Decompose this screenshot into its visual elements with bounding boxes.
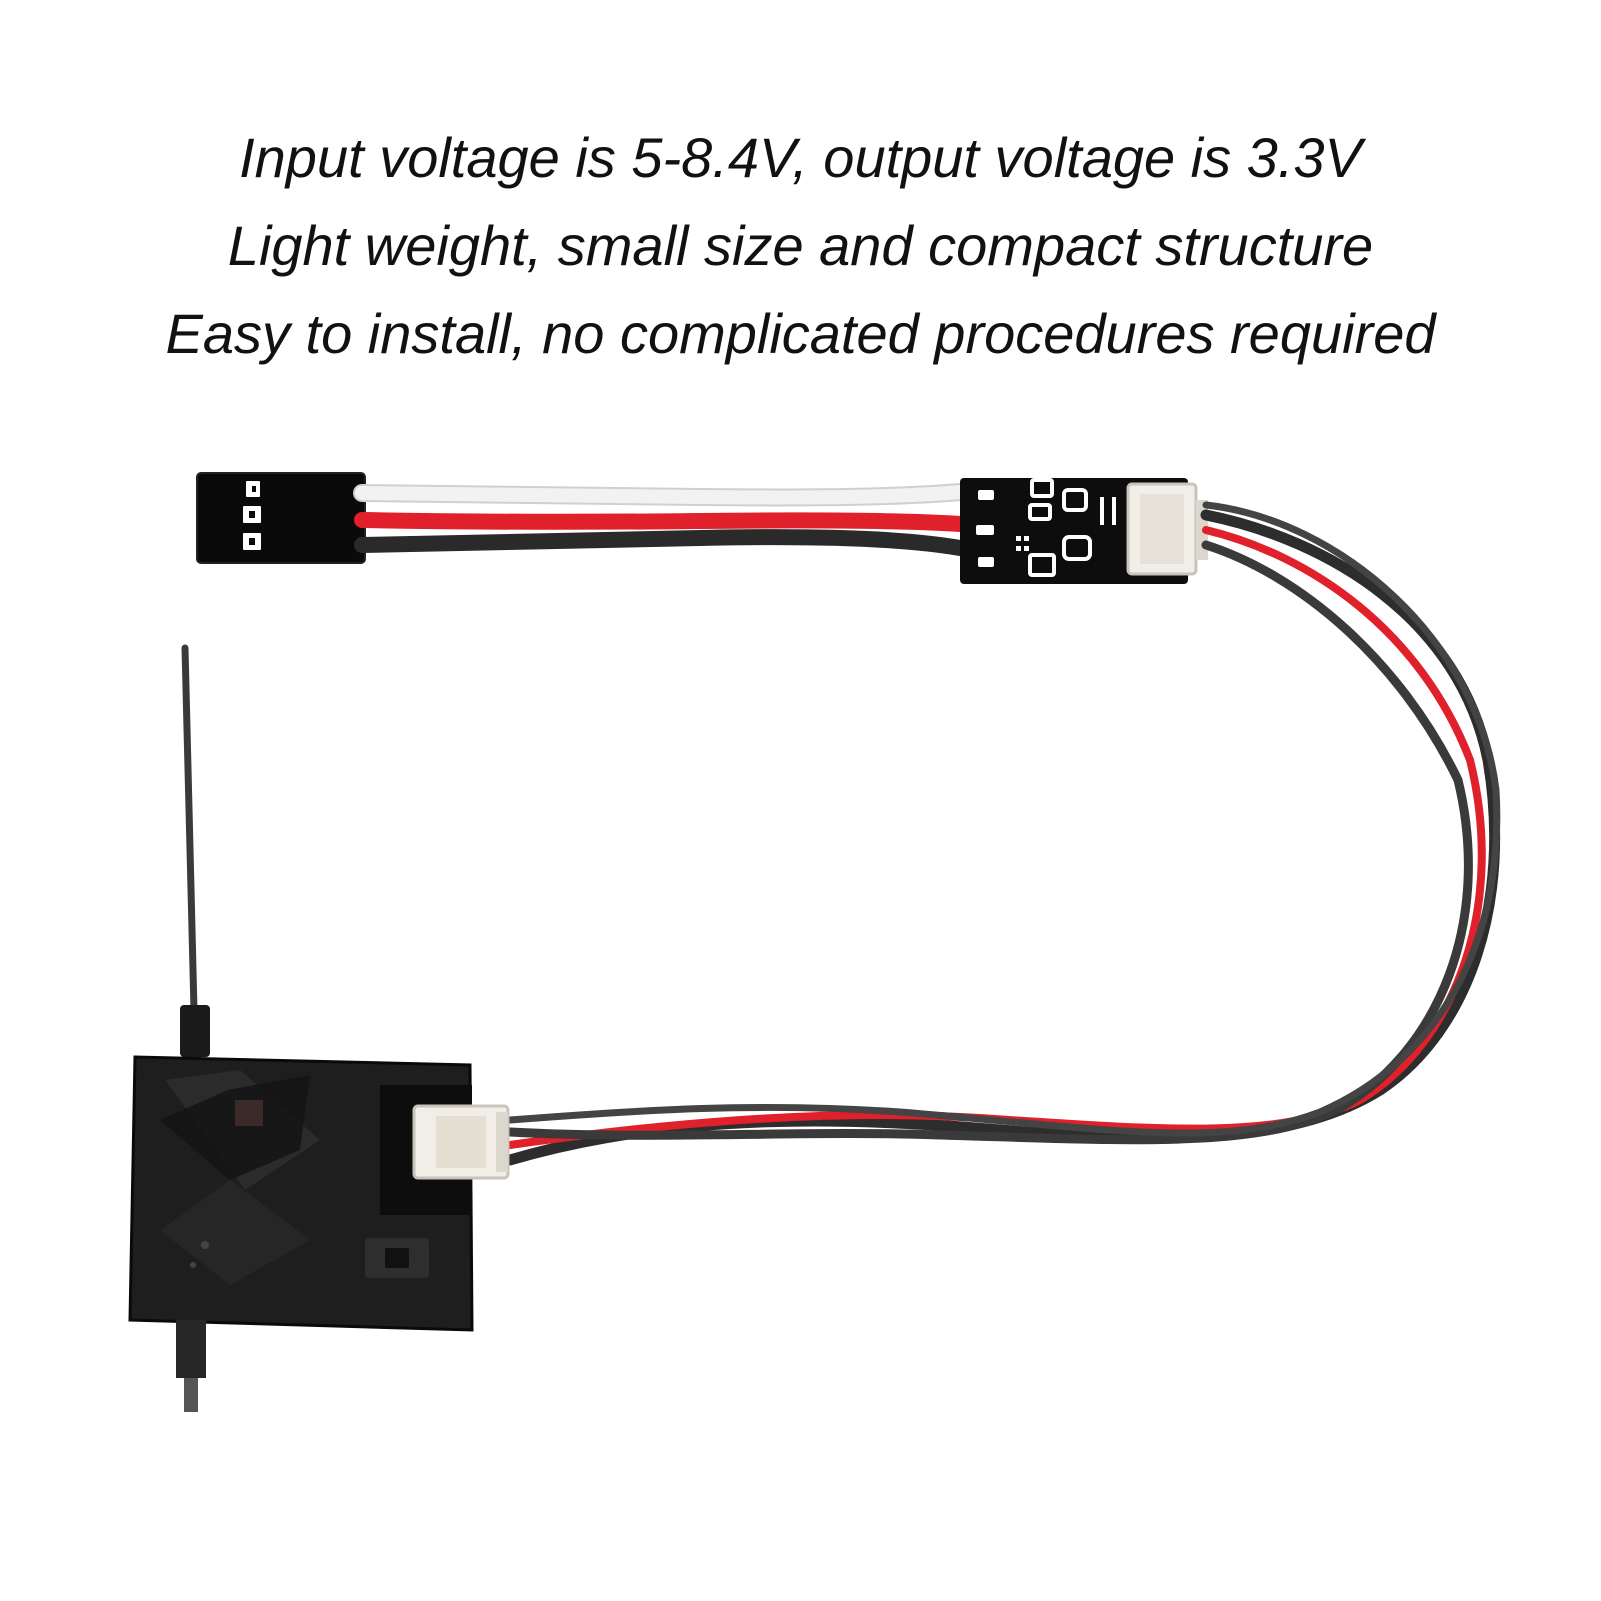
servo-plug xyxy=(196,472,366,564)
caption-line-easy-install: Easy to install, no complicated procedur… xyxy=(165,302,1436,365)
receiver-case xyxy=(128,1055,510,1332)
caption-line-input-output-voltage: Input voltage is 5-8.4V, output voltage … xyxy=(239,126,1362,189)
regulator-pcb xyxy=(960,478,1208,584)
receiver-bottom-pin xyxy=(176,1320,206,1412)
caption-line-light-weight: Light weight, small size and compact str… xyxy=(227,214,1374,277)
twisted-cable-loop xyxy=(504,501,1501,1166)
three-wire-lead xyxy=(353,483,969,556)
receiver-antenna xyxy=(180,644,210,1057)
